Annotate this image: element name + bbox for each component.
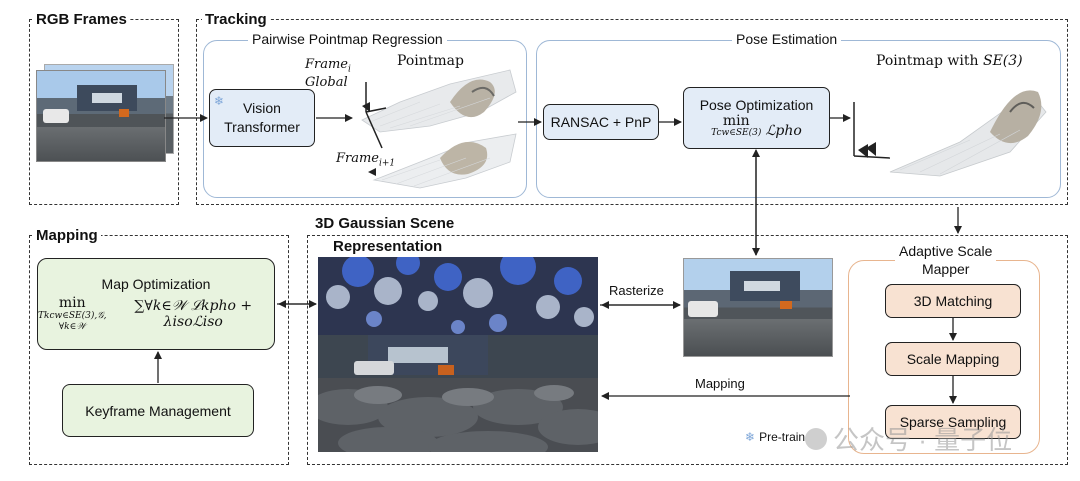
gaussian-scene-section (307, 235, 1068, 465)
rasterize-label: Rasterize (609, 283, 664, 298)
camera-frustum-icon (362, 82, 387, 176)
rendered-frame-image (683, 258, 833, 357)
snowflake-icon: ❄ (214, 94, 225, 108)
rgb-frame-front (36, 70, 166, 162)
pairwise-regression-title: Pairwise Pointmap Regression (248, 31, 447, 47)
pose-estimation-title: Pose Estimation (732, 31, 842, 47)
mapping-section (29, 235, 289, 465)
map-optimization-box: Map Optimization min Tkcw∈SE(3),𝒢, ∀k∈𝒲 … (37, 258, 275, 350)
ransac-pnp-box: RANSAC + PnP (543, 104, 659, 140)
pretrain-legend: ❄ Pre-train (745, 430, 806, 444)
wechat-icon (805, 427, 827, 450)
snowflake-icon: ❄ (745, 430, 756, 444)
pointmap-cloud-bottom (372, 133, 517, 189)
gaussian-scene-title-line2: Representation (333, 238, 443, 255)
scale-mapping-box: Scale Mapping (885, 342, 1021, 376)
pointmap-se3-label: Pointmap with SE(3) (876, 53, 1023, 69)
tracking-title: Tracking (202, 11, 270, 28)
pointmap-cloud-top (361, 69, 517, 133)
adaptive-scale-mapper-title: Adaptive Scale Mapper (895, 242, 997, 278)
pose-optimization-box: Pose Optimization min Tcw∈SE(3) ℒpho (683, 87, 830, 149)
gaussian-render-image (318, 257, 598, 452)
pointmap-se3-cloud (853, 90, 1047, 177)
mapping-arrow-label: Mapping (695, 376, 745, 391)
pointmap-label: Pointmap (397, 53, 464, 69)
tracking-section (196, 19, 1068, 205)
mapping-title: Mapping (33, 227, 101, 244)
frame-i-label: Framei (305, 57, 351, 75)
sparse-sampling-box: Sparse Sampling (885, 405, 1021, 439)
rgb-frames-title: RGB Frames (33, 11, 130, 28)
gaussian-scene-title-line1: 3D Gaussian Scene (312, 215, 458, 232)
3d-matching-box: 3D Matching (885, 284, 1021, 318)
global-label: Global (305, 75, 348, 90)
keyframe-management-box: Keyframe Management (62, 384, 254, 437)
frame-i1-label: Framei+1 (336, 151, 396, 169)
watermark: 公众号 · 量子位 (805, 420, 1012, 457)
vision-transformer-box: ❄ Vision Transformer (209, 89, 315, 147)
